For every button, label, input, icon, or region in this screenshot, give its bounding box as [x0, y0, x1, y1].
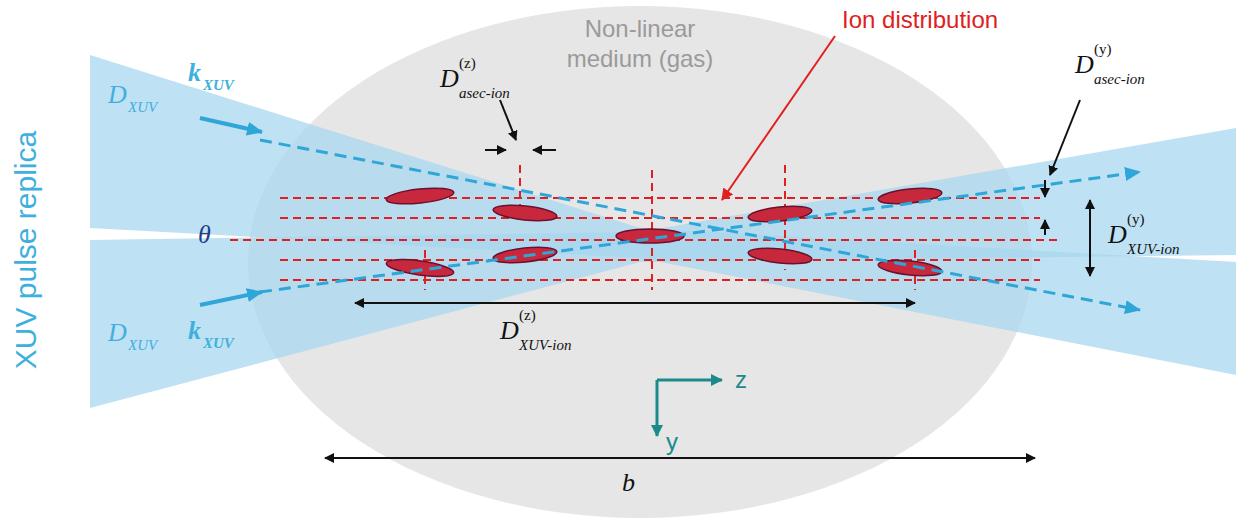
dimension-sub: XUV-ion: [519, 338, 572, 353]
dimension-arrows: [325, 100, 1090, 458]
wave-vector: k: [188, 318, 201, 344]
ions: [385, 185, 942, 279]
dimension-sup: (z): [459, 56, 476, 71]
dimension-sup: (y): [1094, 42, 1112, 57]
beam-diameter: D: [108, 82, 127, 108]
dimension-sub: asec-ion: [459, 86, 510, 101]
dimension-label: b: [622, 470, 635, 496]
dimension-symbol: D: [440, 66, 459, 92]
dimension-symbol: D: [500, 318, 519, 344]
dimension-sub: XUV-ion: [1127, 242, 1180, 257]
axis-label: z: [735, 368, 747, 392]
ion-leader: [722, 36, 835, 200]
beam-sub: XUV: [128, 100, 157, 115]
dimension-symbol: D: [1075, 52, 1094, 78]
k-direction: [260, 140, 1140, 310]
beam-sub: XUV: [128, 338, 157, 353]
ion-label: Ion distribution: [842, 8, 998, 32]
beam-diameter: D: [108, 320, 127, 346]
wave-vector-sub: XUV: [203, 336, 234, 351]
dimension-sup: (y): [1127, 212, 1145, 227]
xuv-beam-lower: [90, 128, 1236, 408]
axes: [657, 380, 722, 436]
angle-symbol: θ: [198, 222, 211, 248]
k-arrows: [200, 118, 262, 305]
wave-vector: k: [188, 60, 201, 86]
dimension-sup: (z): [519, 308, 536, 323]
beam-title: XUV pulse replica: [11, 131, 41, 369]
medium-label: Non-linear medium (gas): [555, 14, 725, 74]
axis-label: y: [666, 430, 678, 454]
dimension-symbol: D: [1108, 222, 1127, 248]
dimension-sub: asec-ion: [1094, 72, 1145, 87]
wave-vector-sub: XUV: [203, 78, 234, 93]
